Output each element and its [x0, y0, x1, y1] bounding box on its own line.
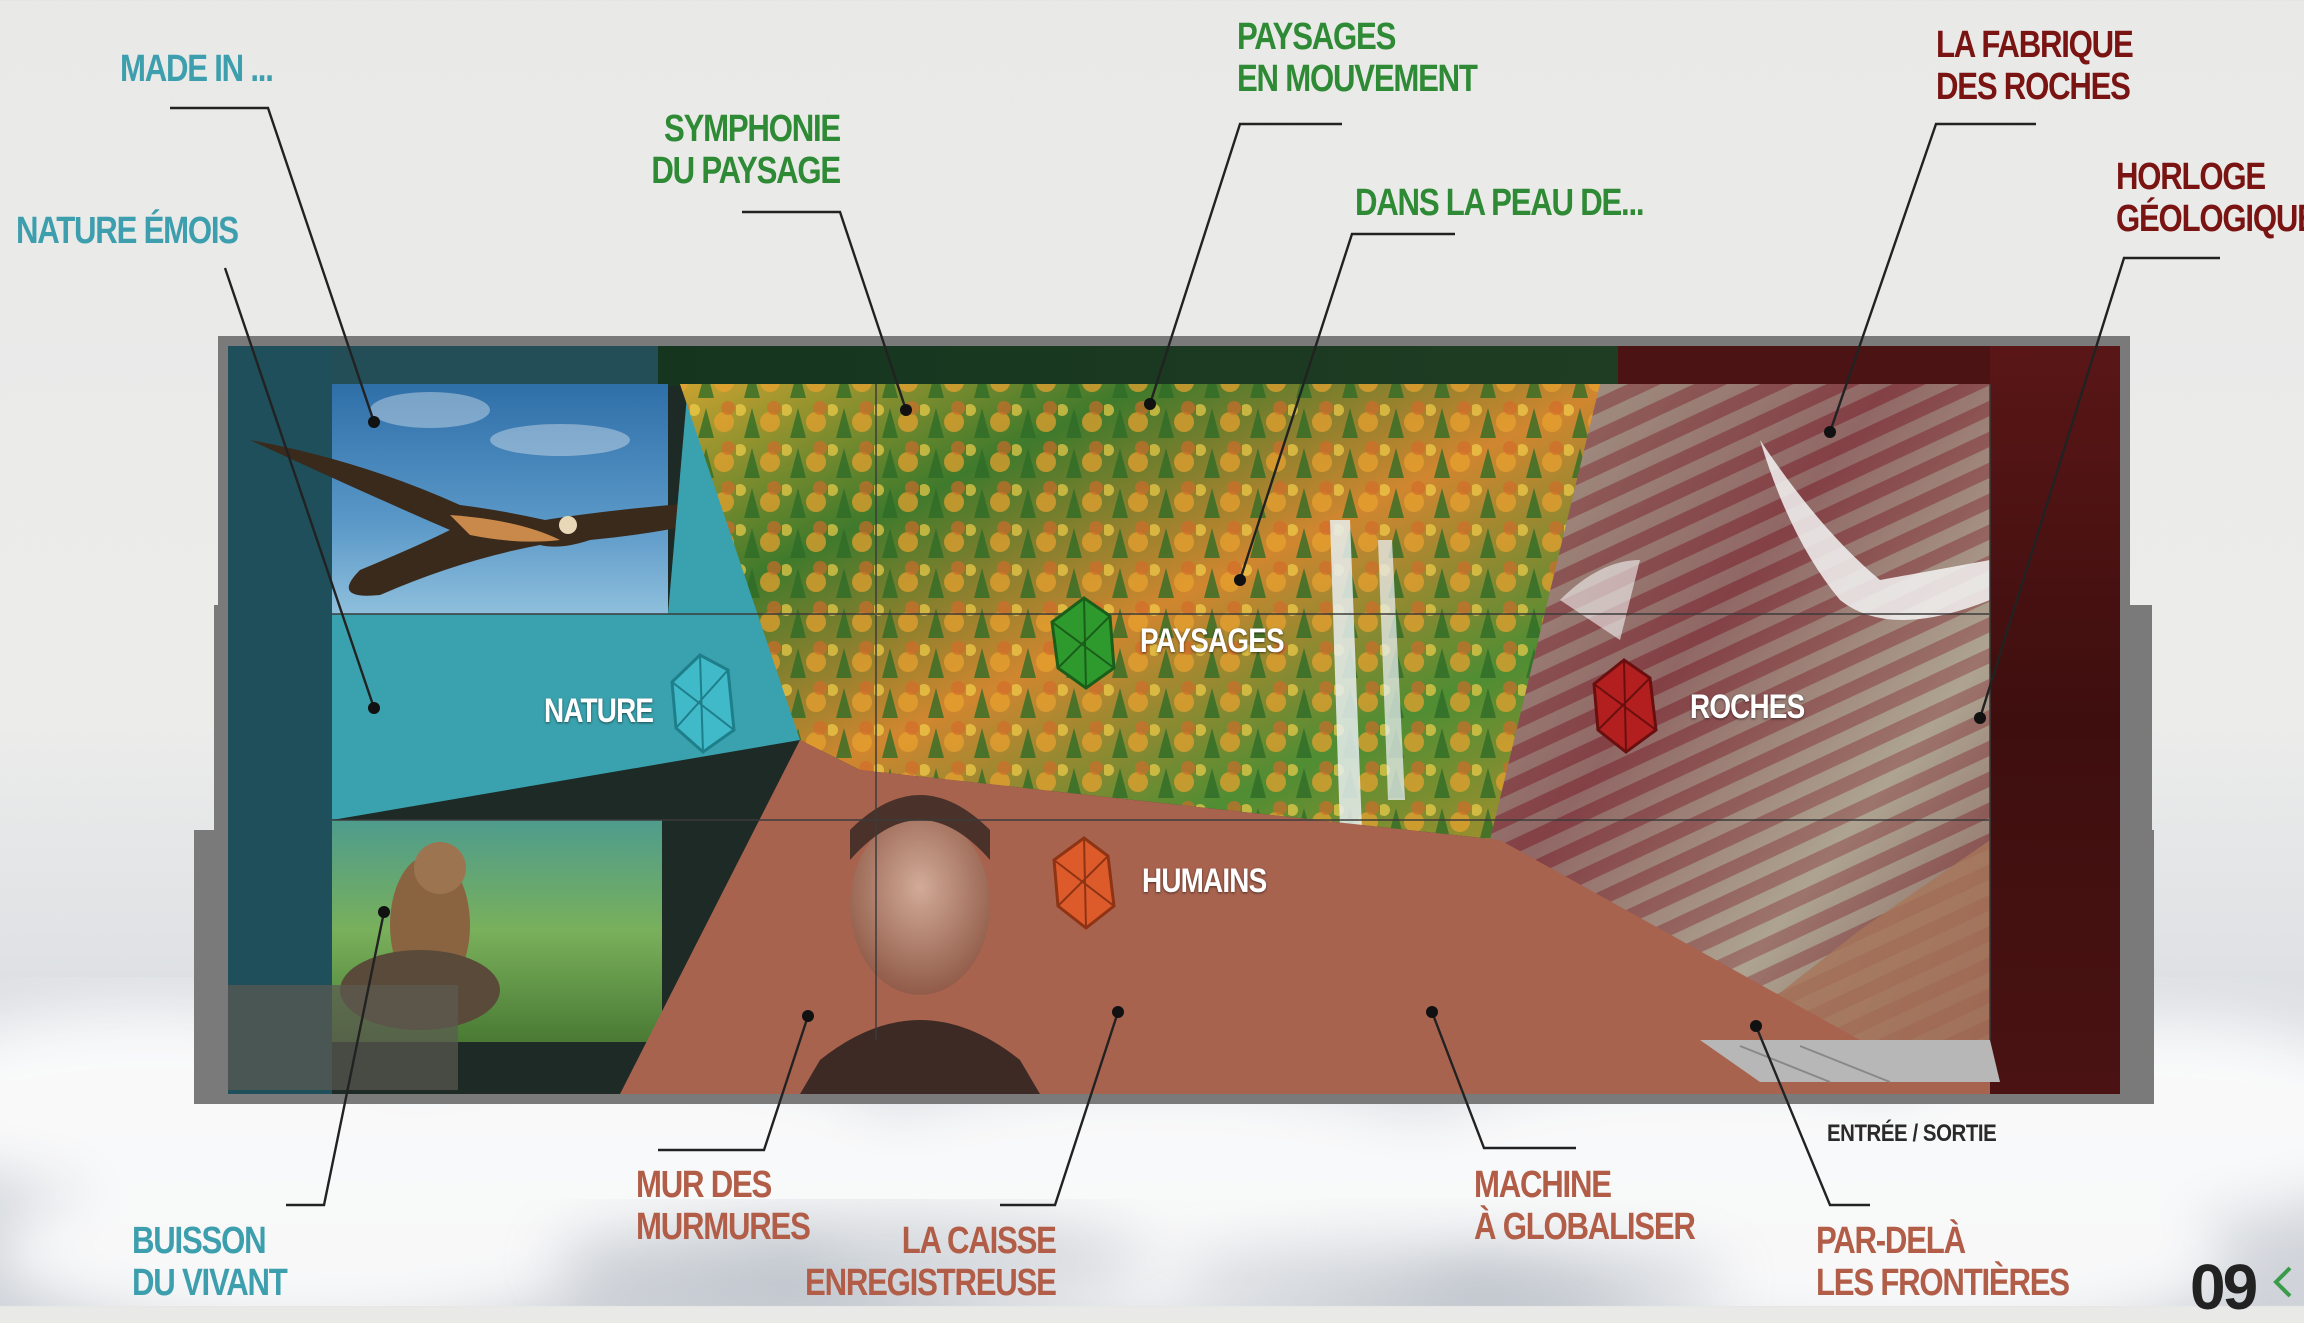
label-horloge-geologique: HORLOGE GÉOLOGIQUE — [2116, 156, 2304, 240]
entrance-exit-label: ENTRÉE / SORTIE — [1827, 1120, 1997, 1147]
paysages-crystal-icon — [1050, 596, 1116, 690]
label-la-fabrique-des-roches: LA FABRIQUE DES ROCHES — [1936, 24, 2134, 108]
label-paysages-en-mouvement: PAYSAGES EN MOUVEMENT — [1237, 16, 1478, 100]
label-dans-la-peau-de: DANS LA PEAU DE... — [1355, 182, 1645, 224]
humains-crystal-icon — [1052, 836, 1116, 930]
vulture-image — [250, 440, 800, 596]
label-made-in: MADE IN ... — [120, 48, 274, 90]
label-la-caisse-enregistreuse: LA CAISSE ENREGISTREUSE — [805, 1220, 1057, 1304]
label-buisson-du-vivant: BUISSON DU VIVANT — [132, 1220, 288, 1304]
roches-crystal-icon — [1592, 658, 1658, 754]
waterfall-image — [1330, 520, 1405, 830]
label-par-dela-les-frontieres: PAR-DELÀ LES FRONTIÈRES — [1816, 1220, 2070, 1304]
label-machine-a-globaliser: MACHINE À GLOBALISER — [1474, 1164, 1696, 1248]
zone-label-humains: HUMAINS — [1142, 862, 1267, 900]
zone-label-roches: ROCHES — [1690, 688, 1805, 726]
label-symphonie-du-paysage: SYMPHONIE DU PAYSAGE — [651, 108, 841, 192]
zone-label-paysages: PAYSAGES — [1140, 622, 1285, 660]
label-nature-emois: NATURE ÉMOIS — [16, 210, 239, 252]
leader-lines — [170, 106, 2220, 1207]
portrait-image — [800, 795, 1040, 1094]
nature-crystal-icon — [670, 653, 736, 754]
paysages-top-wall — [658, 346, 1618, 386]
page-number: 09 — [2190, 1251, 2258, 1323]
leader-dots — [368, 398, 1986, 1032]
roches-right-wall — [1990, 346, 2120, 1094]
label-mur-des-murmures: MUR DES MURMURES — [636, 1164, 811, 1248]
chevron-left-icon — [2273, 1266, 2292, 1298]
zone-label-nature: NATURE — [544, 692, 654, 730]
nature-left-wall — [228, 346, 332, 1094]
